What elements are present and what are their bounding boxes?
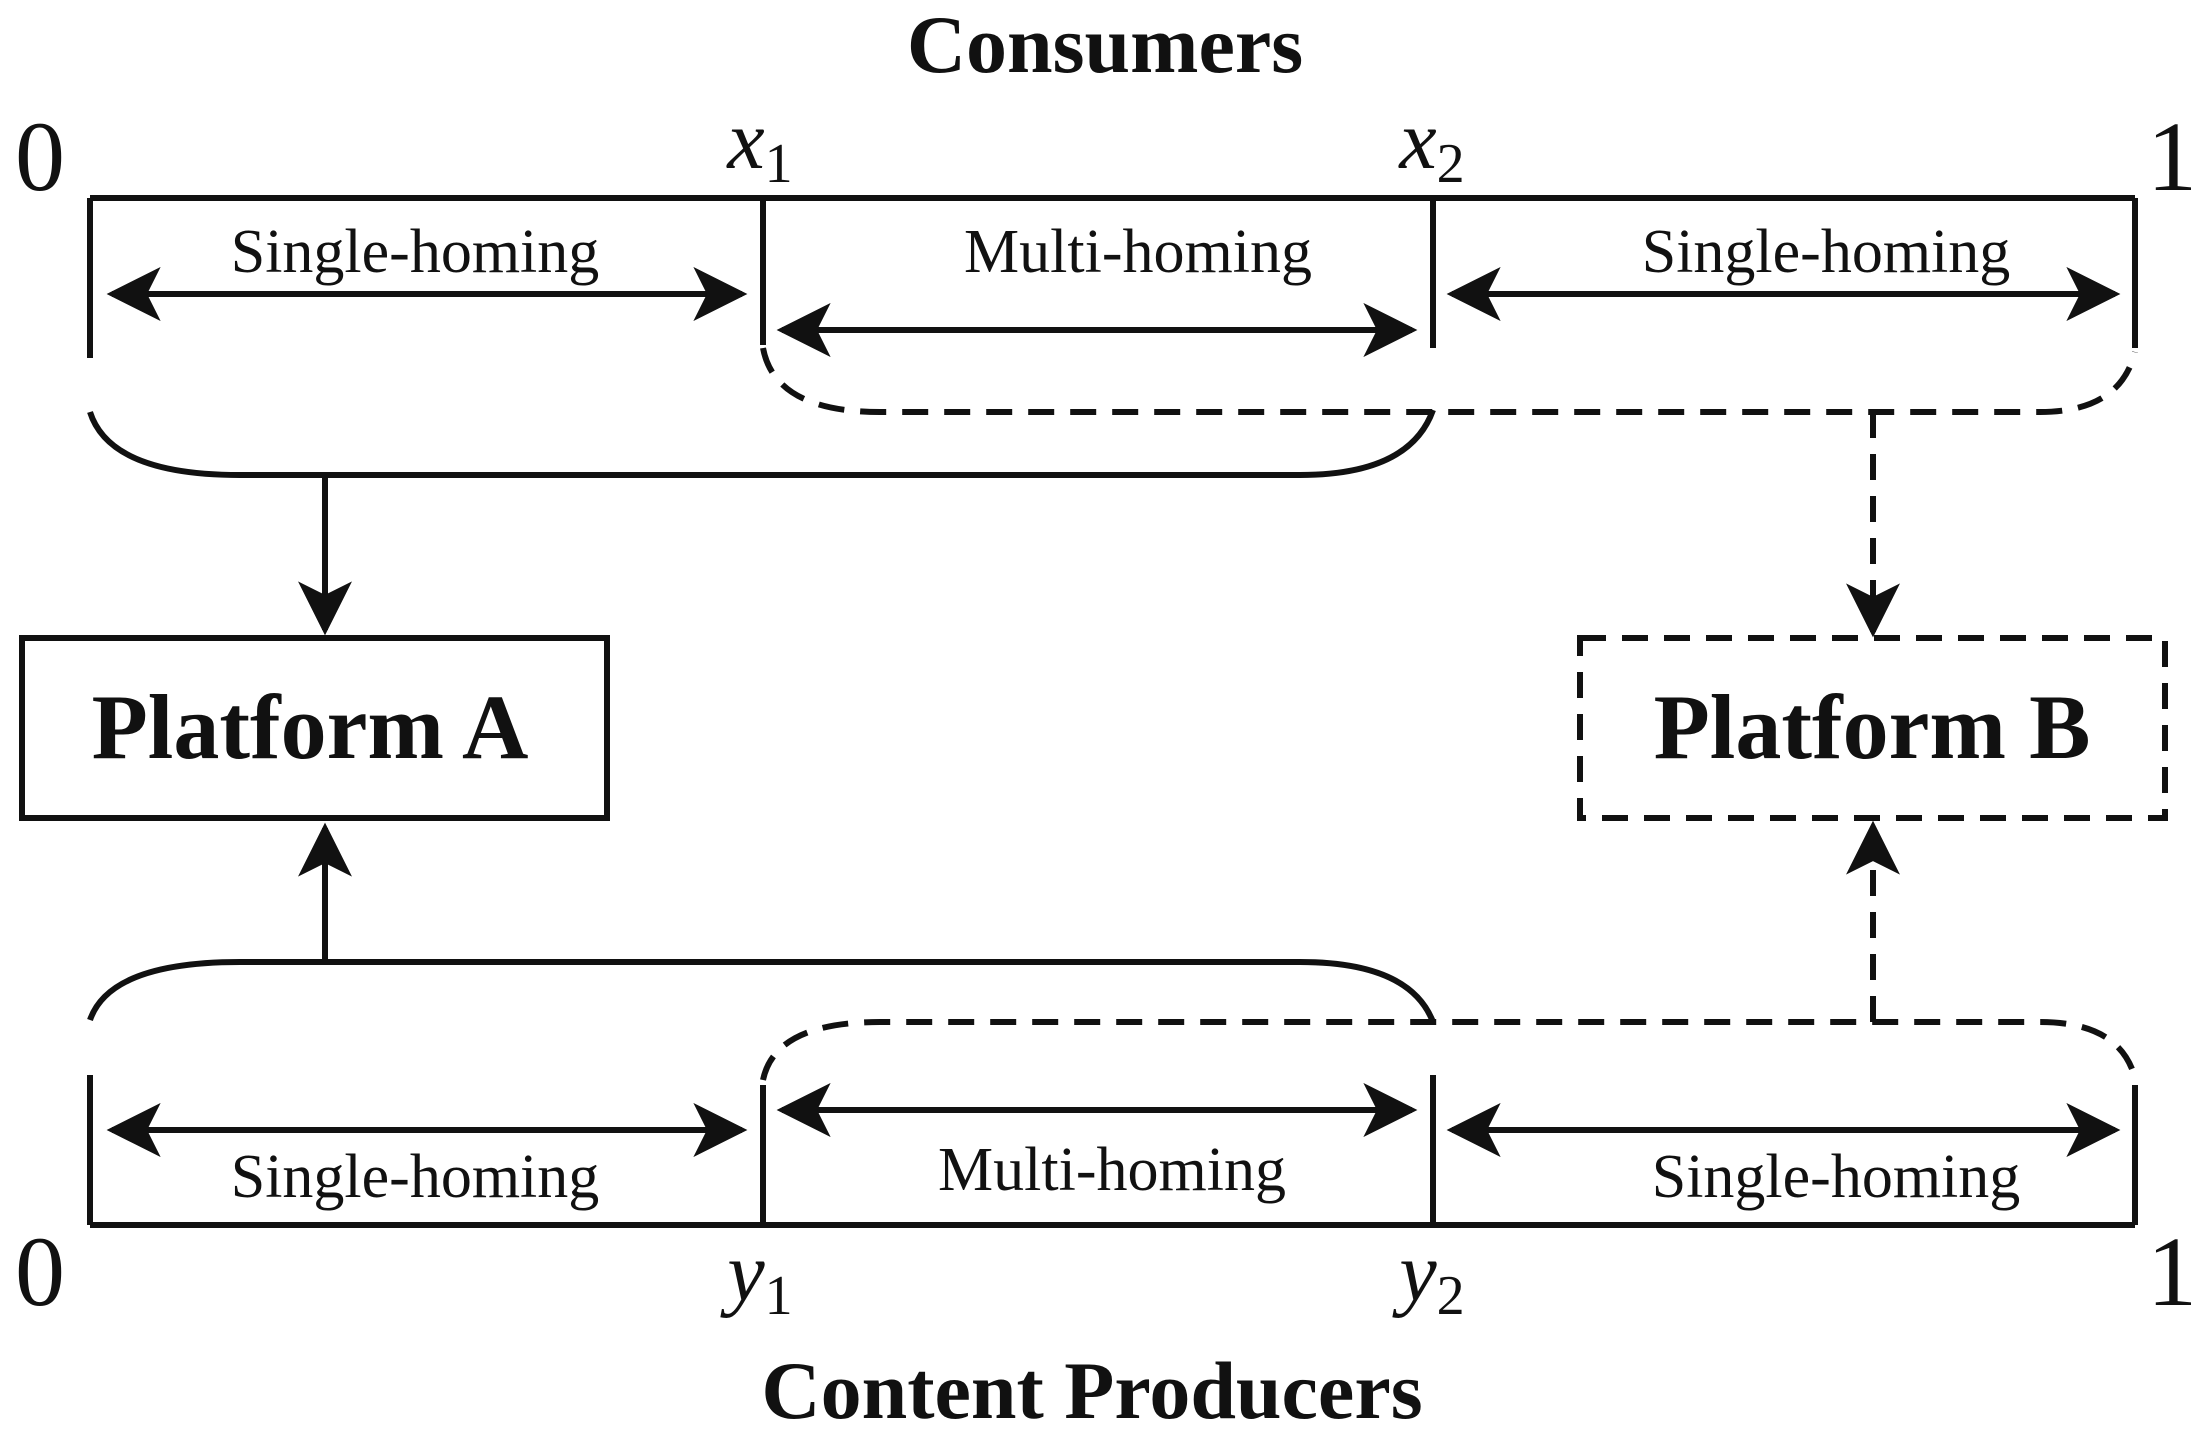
consumers-end-label: 1 xyxy=(2147,101,2197,212)
consumers-platform-b-brace xyxy=(760,347,2138,415)
consumers-x1-label: x1 xyxy=(725,94,792,195)
consumers-segment-2-label: Multi-homing xyxy=(964,218,1312,286)
producers-axis xyxy=(87,1075,2138,1228)
producers-end-label: 1 xyxy=(2147,1216,2197,1327)
producers-title: Content Producers xyxy=(761,1345,1422,1436)
producers-segment-2-label: Multi-homing xyxy=(938,1136,1286,1204)
producers-start-label: 0 xyxy=(15,1216,65,1327)
consumers-axis xyxy=(87,195,2138,358)
consumers-segment-1-label: Single-homing xyxy=(231,218,600,286)
platform-b-box xyxy=(1577,635,2168,821)
producers-platform-a-brace xyxy=(87,959,1436,1024)
consumers-start-label: 0 xyxy=(15,101,65,212)
consumers-title: Consumers xyxy=(907,0,1303,90)
producers-y2-label: y2 xyxy=(1391,1226,1464,1327)
platform-b-label: Platform B xyxy=(1654,676,2091,778)
producers-segment-3-label: Single-homing xyxy=(1652,1143,2021,1211)
producers-y1-label: y1 xyxy=(719,1226,792,1327)
producers-segment-1-label: Single-homing xyxy=(231,1143,600,1211)
consumers-platform-a-brace xyxy=(87,408,1436,478)
producers-platform-b-brace xyxy=(760,1019,2138,1081)
platform-a-box xyxy=(19,635,610,821)
consumers-segment-3-label: Single-homing xyxy=(1642,218,2011,286)
consumers-x2-label: x2 xyxy=(1397,94,1464,195)
platform-a-label: Platform A xyxy=(92,676,529,778)
